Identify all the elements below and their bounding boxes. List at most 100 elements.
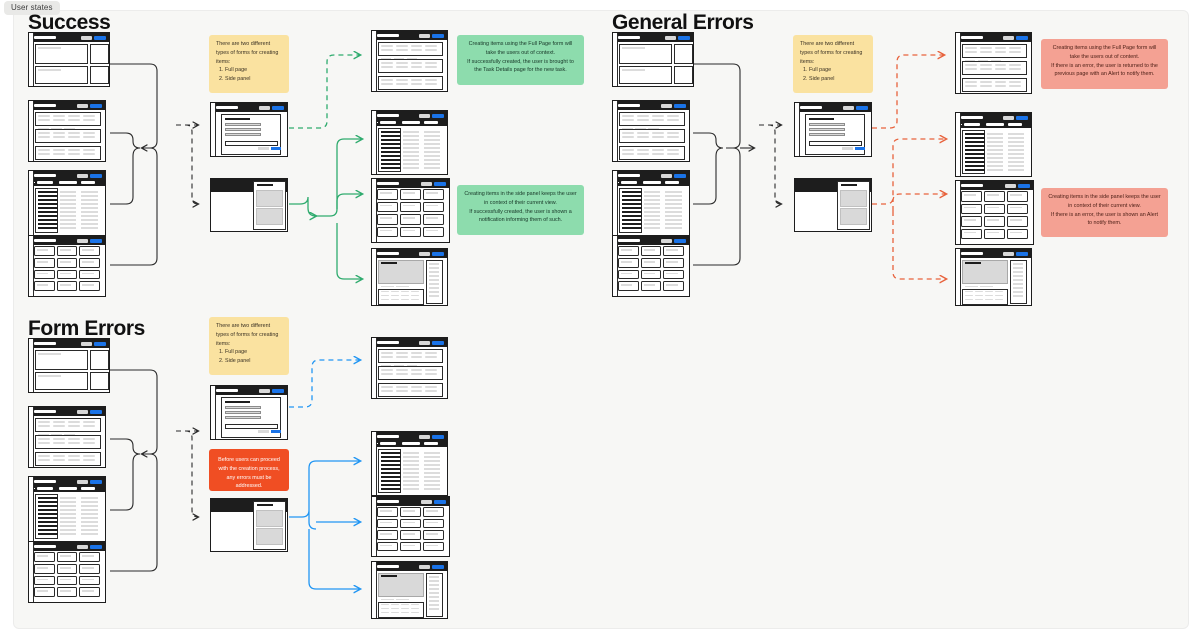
secondary-button[interactable] xyxy=(77,238,88,243)
primary-button[interactable] xyxy=(90,479,102,484)
panel-field-group[interactable] xyxy=(840,190,867,208)
screen-fullpage-form-general[interactable] xyxy=(794,102,874,159)
grid-card[interactable] xyxy=(34,587,55,597)
grid-card[interactable] xyxy=(79,281,100,291)
secondary-button[interactable] xyxy=(419,564,430,569)
grid-card[interactable] xyxy=(400,214,421,225)
secondary-button[interactable] xyxy=(77,173,88,178)
primary-button[interactable] xyxy=(1016,251,1028,256)
secondary-button[interactable] xyxy=(419,434,430,439)
side-card[interactable] xyxy=(89,371,110,390)
grid-card[interactable] xyxy=(377,214,398,225)
primary-button[interactable] xyxy=(272,388,284,393)
grid-card[interactable] xyxy=(34,269,55,280)
screen-table-success[interactable] xyxy=(28,170,108,238)
details-table[interactable] xyxy=(962,289,1009,305)
panel-field-group[interactable] xyxy=(256,208,283,226)
secondary-button[interactable] xyxy=(661,173,672,178)
tab-item[interactable] xyxy=(402,121,420,124)
side-card[interactable] xyxy=(673,65,694,84)
grid-card[interactable] xyxy=(56,281,78,291)
form-submit-button[interactable] xyxy=(271,429,281,433)
side-card[interactable] xyxy=(673,44,694,64)
grid-card[interactable] xyxy=(984,228,1005,239)
primary-button[interactable] xyxy=(94,35,106,40)
screen-grid-result-success[interactable] xyxy=(371,178,452,245)
grid-card[interactable] xyxy=(79,257,100,268)
tab-item[interactable] xyxy=(380,121,396,124)
tab-item[interactable] xyxy=(402,442,420,445)
form-cancel-button[interactable] xyxy=(258,429,269,433)
panel-field-group[interactable] xyxy=(256,190,283,208)
secondary-button[interactable] xyxy=(1003,35,1014,40)
screen-side-panel-general[interactable] xyxy=(794,178,874,234)
grid-card[interactable] xyxy=(400,201,421,212)
grid-card[interactable] xyxy=(56,257,78,268)
screen-list-result-general[interactable] xyxy=(955,32,1034,96)
side-card[interactable] xyxy=(89,350,110,370)
grid-card[interactable] xyxy=(640,281,662,291)
grid-card[interactable] xyxy=(984,203,1005,214)
secondary-button[interactable] xyxy=(77,479,88,484)
grid-card[interactable] xyxy=(79,587,100,597)
screen-fullpage-form-form-errors[interactable] xyxy=(210,385,290,442)
grid-card[interactable] xyxy=(663,246,684,256)
primary-button[interactable] xyxy=(94,341,106,346)
form-textarea[interactable] xyxy=(225,424,278,429)
grid-card[interactable] xyxy=(56,575,78,586)
secondary-button[interactable] xyxy=(77,544,88,549)
primary-button[interactable] xyxy=(90,409,102,414)
secondary-button[interactable] xyxy=(421,181,432,186)
grid-card[interactable] xyxy=(423,226,444,237)
tab-item[interactable] xyxy=(1008,123,1022,126)
primary-button[interactable] xyxy=(432,33,444,38)
form-field[interactable] xyxy=(809,128,845,132)
tab-item[interactable] xyxy=(424,121,438,124)
primary-button[interactable] xyxy=(272,105,284,110)
secondary-button[interactable] xyxy=(419,340,430,345)
grid-card[interactable] xyxy=(1007,191,1028,202)
secondary-button[interactable] xyxy=(843,105,854,110)
form-submit-button[interactable] xyxy=(855,146,865,150)
primary-button[interactable] xyxy=(1018,183,1030,188)
grid-card[interactable] xyxy=(1007,228,1028,239)
secondary-button[interactable] xyxy=(661,103,672,108)
grid-card[interactable] xyxy=(961,203,982,214)
panel-field-group[interactable] xyxy=(840,208,867,226)
grid-card[interactable] xyxy=(377,189,398,200)
grid-card[interactable] xyxy=(640,246,662,256)
grid-card[interactable] xyxy=(618,269,639,280)
grid-card[interactable] xyxy=(56,552,78,562)
screen-task-details-form-errors[interactable] xyxy=(371,561,450,621)
form-textarea[interactable] xyxy=(225,141,278,146)
secondary-button[interactable] xyxy=(419,251,430,256)
tab-item[interactable] xyxy=(59,487,77,490)
screen-dashboard-general[interactable] xyxy=(612,32,696,89)
grid-card[interactable] xyxy=(400,189,421,200)
form-cancel-button[interactable] xyxy=(842,146,853,150)
grid-card[interactable] xyxy=(79,575,100,586)
secondary-button[interactable] xyxy=(1003,115,1014,120)
screen-list-success[interactable] xyxy=(28,100,108,164)
form-field[interactable] xyxy=(225,416,261,420)
primary-button[interactable] xyxy=(1016,35,1028,40)
tab-item[interactable] xyxy=(964,123,980,126)
tab-item[interactable] xyxy=(986,123,1004,126)
primary-button[interactable] xyxy=(90,238,102,243)
grid-card[interactable] xyxy=(640,269,662,280)
form-field[interactable] xyxy=(225,406,261,410)
form-field[interactable] xyxy=(225,133,261,137)
primary-button[interactable] xyxy=(432,113,444,118)
form-field[interactable] xyxy=(225,123,261,127)
primary-button[interactable] xyxy=(90,544,102,549)
grid-card[interactable] xyxy=(34,246,55,256)
screen-list-result-success[interactable] xyxy=(371,30,450,94)
form-field[interactable] xyxy=(225,128,261,132)
tab-item[interactable] xyxy=(621,181,637,184)
secondary-button[interactable] xyxy=(661,238,672,243)
tab-item[interactable] xyxy=(37,487,53,490)
primary-button[interactable] xyxy=(1016,115,1028,120)
grid-card[interactable] xyxy=(618,246,639,256)
screen-list-result-form-errors[interactable] xyxy=(371,337,450,401)
tab-item[interactable] xyxy=(37,181,53,184)
